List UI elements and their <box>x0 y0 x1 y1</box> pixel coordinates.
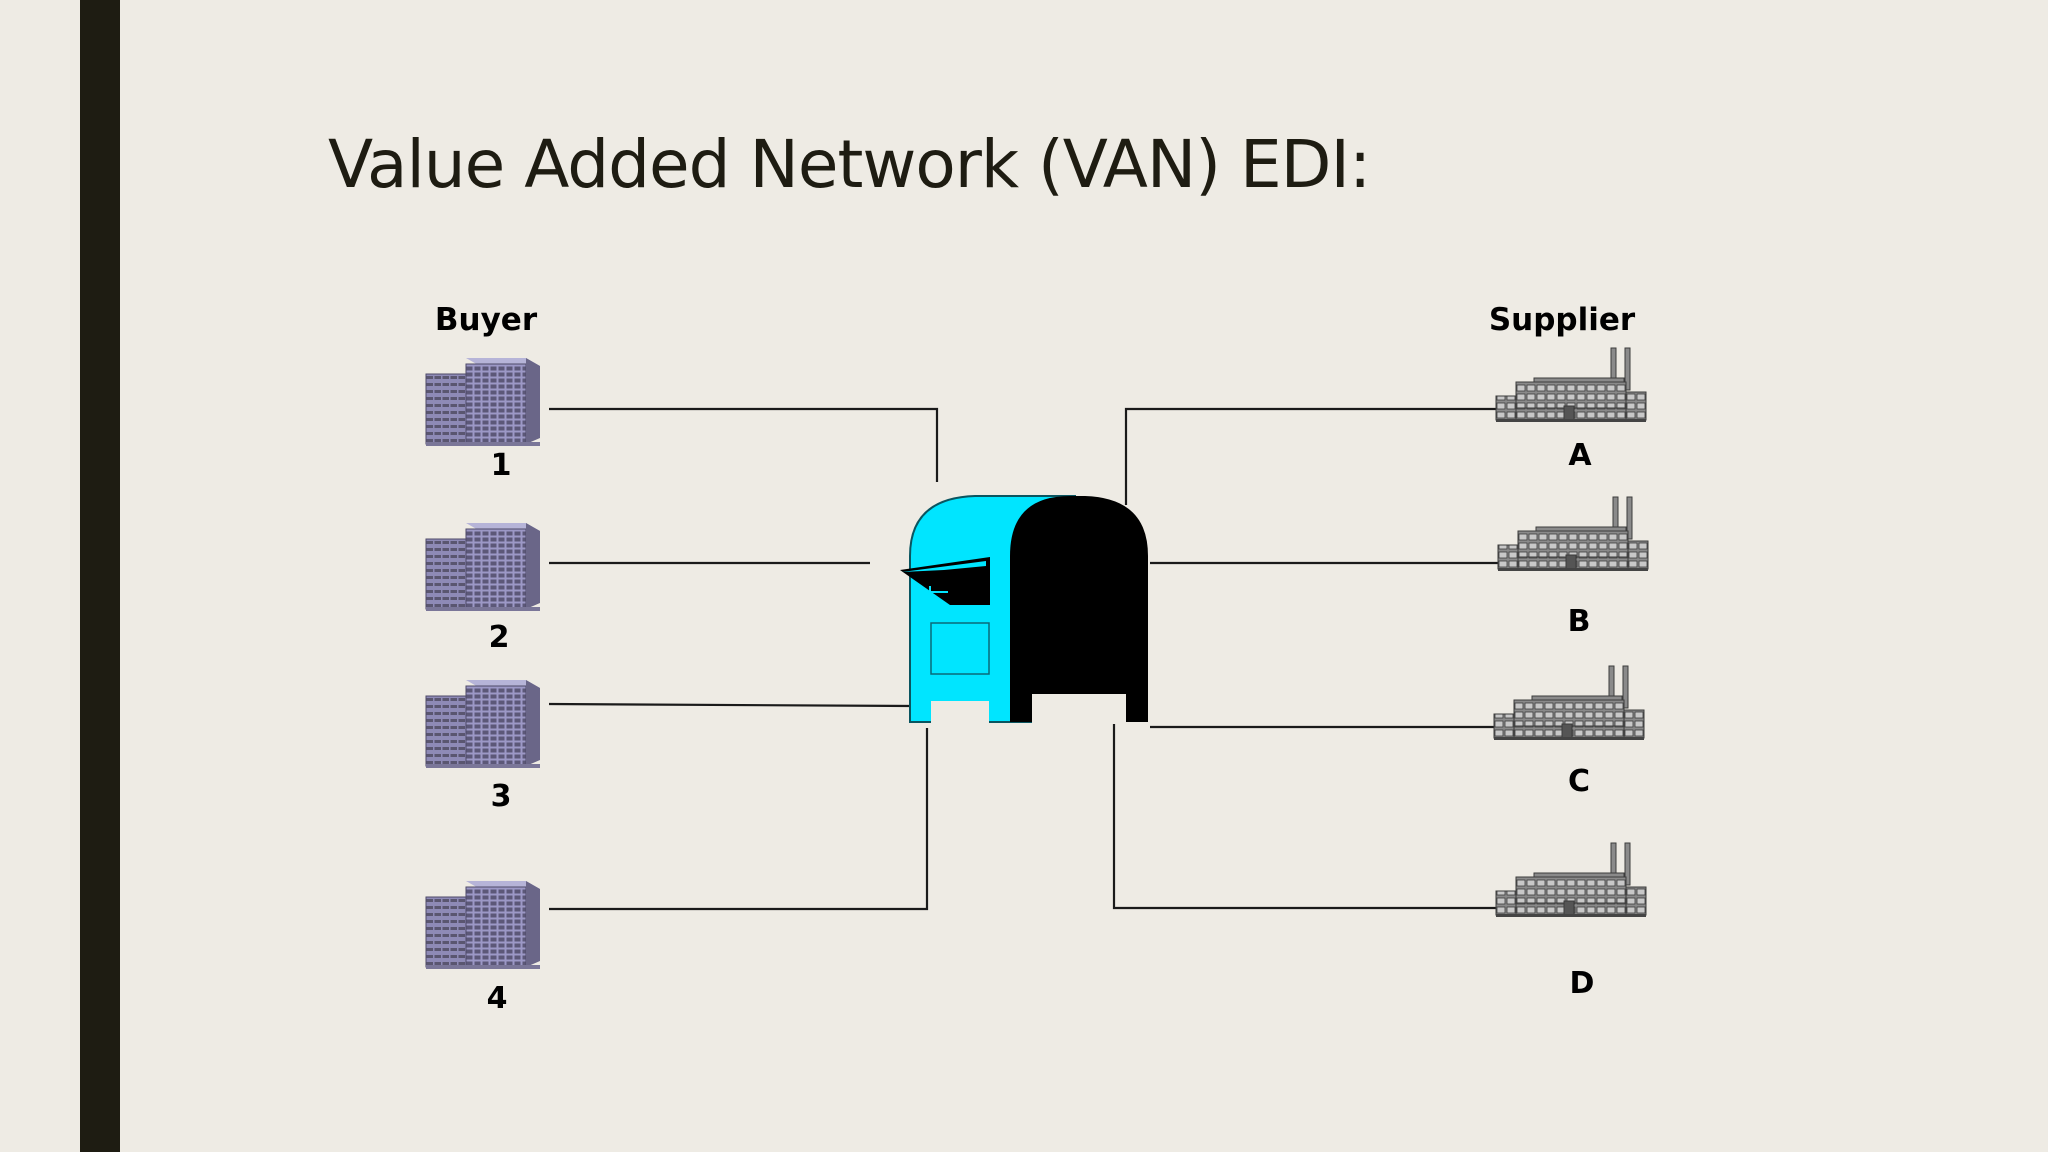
buyer-label-4: 4 <box>486 981 508 1016</box>
buyer-label-3: 3 <box>490 779 512 814</box>
accent-bar <box>80 0 120 1152</box>
supplier-label-a: A <box>1568 438 1592 473</box>
supplier-heading: Supplier <box>1488 302 1636 338</box>
office-building-icon <box>425 522 541 612</box>
supplier-connectors <box>1112 407 1498 910</box>
buyer-label-2: 2 <box>488 620 510 655</box>
supplier-label-b: B <box>1567 604 1591 639</box>
supplier-label-d: D <box>1569 966 1595 1001</box>
office-building-icon <box>425 679 541 769</box>
factory-icon <box>1497 496 1649 572</box>
supplier-label-c: C <box>1567 764 1591 799</box>
slide-title: Value Added Network (VAN) EDI: <box>328 126 1371 203</box>
factory-icon <box>1495 842 1647 918</box>
connector-supplier-a <box>1124 407 1498 505</box>
office-building-icon <box>425 880 541 970</box>
connector-buyer-3 <box>548 702 913 708</box>
office-building-icon <box>425 357 541 447</box>
buyer-connectors <box>548 407 939 911</box>
connector-supplier-d <box>1112 697 1498 910</box>
mailbox-icon <box>900 495 1148 725</box>
connector-buyer-4 <box>549 728 929 911</box>
factory-icon <box>1493 665 1645 741</box>
connector-buyer-1 <box>549 407 939 482</box>
factory-icon <box>1495 347 1647 423</box>
buyer-heading: Buyer <box>434 302 538 338</box>
buyer-label-1: 1 <box>490 448 512 483</box>
